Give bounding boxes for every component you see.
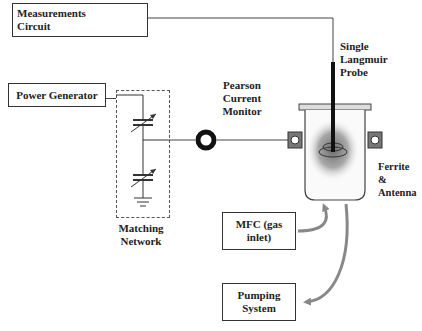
node-label: MFC (gas inlet) [228, 218, 290, 244]
node-label: Pumping System [233, 289, 285, 315]
generator-box: Power Generator [8, 83, 106, 107]
node-label: Power Generator [16, 89, 97, 102]
wire-connector [170, 140, 195, 141]
ferrite [288, 132, 302, 148]
node-label: Matching Network [113, 222, 169, 248]
wire-connector [106, 98, 116, 99]
probe-label: Single Langmuir Probe [340, 40, 402, 79]
measurement-box: Measurements Circuit [12, 3, 148, 37]
mfc-box: MFC (gas inlet) [222, 212, 296, 250]
current-monitor: Pearson Current Monitor [195, 129, 217, 151]
rf-line [217, 140, 288, 141]
langmuir-probe [331, 62, 335, 152]
ring-symbol [195, 129, 217, 151]
ferrite-label: Ferrite & Antenna [378, 160, 420, 199]
gas-in-arrow [298, 206, 326, 231]
pump-box: Pumping System [222, 283, 296, 321]
pump-arrow [306, 204, 347, 302]
node-label: Measurements Circuit [17, 7, 95, 33]
ferrite-core [291, 136, 299, 144]
matching-network: Matching Network [116, 90, 170, 218]
ferrite [368, 132, 382, 148]
ferrite-core [371, 136, 379, 144]
capacitor-symbols [116, 90, 170, 218]
probe-wire [148, 18, 333, 62]
node-label: Pearson Current Monitor [215, 79, 269, 118]
